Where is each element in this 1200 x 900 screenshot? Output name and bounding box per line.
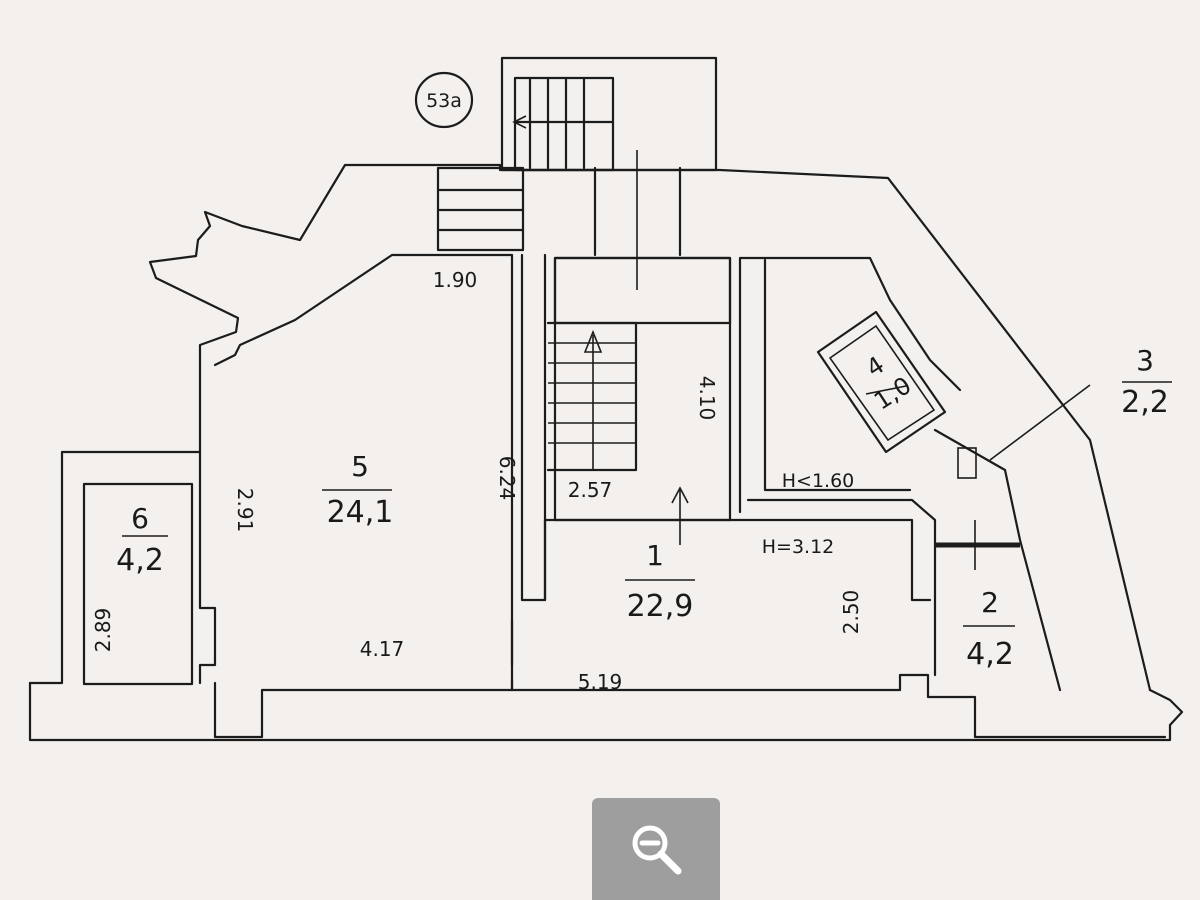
dim-4-10: 4.10	[695, 376, 719, 421]
dim-2-91: 2.91	[233, 488, 257, 533]
dim-2-57: 2.57	[568, 478, 613, 502]
stair-tower-outer	[500, 56, 718, 172]
room6-outline	[82, 482, 194, 686]
stair-upper-landing	[553, 256, 732, 325]
room4-outline	[816, 310, 947, 454]
building-tag-text: 53а	[426, 90, 462, 112]
room4-inner	[828, 324, 936, 442]
room5-number: 5	[351, 450, 369, 483]
ceiling-height-note: Н=3.12	[762, 536, 835, 558]
dim-6-24: 6.24	[495, 456, 519, 501]
room-6	[82, 482, 194, 686]
room-1	[510, 256, 932, 692]
dim-2-89: 2.89	[91, 608, 115, 653]
building-tag: 53а	[414, 71, 474, 129]
room1-top-wall	[543, 518, 932, 602]
stair-flight	[546, 321, 638, 472]
room1-number: 1	[646, 539, 664, 572]
room6-number: 6	[131, 502, 149, 535]
building-tag-circle	[414, 71, 474, 129]
room4-number: 4	[861, 351, 889, 383]
room4-fraction-line	[865, 385, 907, 395]
bottom-wall-right	[510, 673, 1167, 739]
dim-1-90: 1.90	[433, 268, 478, 292]
right-rooms	[738, 256, 1172, 692]
entry-arrow-icon	[671, 486, 689, 504]
room5-area: 24,1	[327, 495, 394, 530]
zoom-out-magnifier-icon	[632, 825, 682, 875]
room2-number: 2	[981, 586, 999, 619]
roof-line	[438, 163, 1152, 692]
left-broken-wall	[148, 163, 442, 454]
dim-5-19: 5.19	[578, 670, 623, 694]
outer-walls	[28, 163, 1184, 742]
bottom-wall-left	[213, 678, 514, 739]
room1-area: 22,9	[627, 589, 694, 624]
room6-area: 4,2	[116, 543, 164, 578]
room3-leader-line	[989, 384, 1091, 461]
stair-tower-inner	[513, 76, 615, 172]
stair-up-arrow-icon	[583, 329, 603, 353]
room6-shell	[28, 450, 217, 685]
dim-4-17: 4.17	[360, 637, 405, 661]
ceiling-low-note: Н<1.60	[782, 470, 855, 492]
room3-number: 3	[1136, 344, 1154, 377]
dim-2-50: 2.50	[839, 590, 863, 635]
room5-outline	[213, 253, 514, 667]
toilet-icon	[957, 447, 977, 479]
room2-area: 4,2	[966, 637, 1014, 672]
right-block-wall	[738, 256, 962, 514]
inner-right-wall	[763, 258, 912, 492]
room3-wall	[933, 428, 1062, 692]
ground-line	[28, 681, 1184, 742]
zoom-out-button[interactable]	[592, 798, 720, 900]
stair-arrow-icon	[512, 115, 527, 129]
top-stair	[436, 56, 718, 290]
room-low-ceiling-wall	[746, 498, 937, 602]
partition-wall	[520, 253, 547, 602]
room-5	[213, 253, 547, 667]
room3-area: 2,2	[1121, 385, 1169, 420]
